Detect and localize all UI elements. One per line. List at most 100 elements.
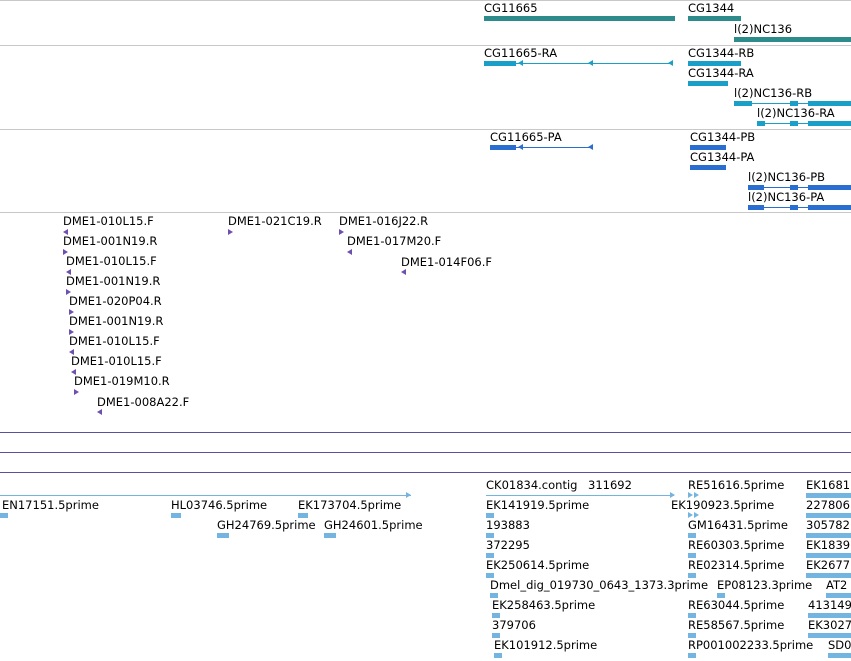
est-feature[interactable] [806,553,851,558]
clone-end-marker[interactable] [401,269,406,275]
est-label[interactable]: Dmel_dig_019730_0643_1373.3prime [490,578,709,592]
clone-label[interactable]: DME1-014F06.F [401,255,492,269]
est-feature[interactable] [688,492,693,498]
cds[interactable] [808,185,851,190]
est-feature[interactable] [828,653,851,658]
est-label[interactable]: EK141919.5prime [486,498,590,512]
est-label[interactable]: GH24601.5prime [324,518,423,532]
clone-label[interactable]: DME1-010L15.F [66,254,157,268]
exon[interactable] [808,101,851,106]
transcript-label[interactable]: l(2)NC136-RA [757,106,835,120]
protein-label[interactable]: CG1344-PA [690,150,755,164]
est-feature[interactable] [490,593,498,598]
est-feature[interactable] [486,533,494,538]
clone-end-marker[interactable] [63,229,68,235]
est-label[interactable]: CK01834.contig [486,478,578,492]
est-label[interactable]: EK3027 [808,618,851,632]
est-feature[interactable] [688,633,696,638]
est-feature[interactable] [171,513,181,518]
est-label[interactable]: RE58567.5prime [688,618,785,632]
clone-end-marker[interactable] [66,289,71,295]
exon[interactable] [688,61,741,66]
clone-label[interactable]: DME1-001N19.R [66,274,161,288]
clone-end-marker[interactable] [69,349,74,355]
est-feature[interactable] [808,613,851,618]
est-feature[interactable] [486,513,494,518]
clone-label[interactable]: DME1-010L15.F [71,354,162,368]
est-label[interactable]: 193883 [486,518,530,532]
est-feature[interactable] [826,593,851,598]
est-label[interactable]: 311692 [588,478,632,492]
est-label[interactable]: EK2677 [806,558,851,572]
est-label[interactable]: EK101912.5prime [494,638,598,652]
est-label[interactable]: EK258463.5prime [492,598,596,612]
clone-label[interactable]: DME1-010L15.F [69,334,160,348]
cds[interactable] [690,145,726,150]
protein-label[interactable]: l(2)NC136-PB [748,170,826,184]
est-label[interactable]: EK250614.5prime [486,558,590,572]
est-label[interactable]: GH24769.5prime [217,518,316,532]
gene-bar[interactable] [688,16,741,21]
transcript-label[interactable]: CG11665-RA [484,46,558,60]
est-feature[interactable] [688,533,696,538]
est-feature[interactable] [806,573,851,578]
est-label[interactable]: HL03746.5prime [171,498,268,512]
est-feature[interactable] [492,613,500,618]
est-feature[interactable] [694,492,699,498]
est-feature[interactable] [688,653,696,658]
gene-label[interactable]: CG11665 [484,1,538,15]
est-label[interactable]: 379706 [492,618,536,632]
clone-label[interactable]: DME1-019M10.R [74,374,170,388]
transcript-label[interactable]: l(2)NC136-RB [734,86,813,100]
est-label[interactable]: 413149 [808,598,851,612]
cds[interactable] [748,185,764,190]
est-label[interactable]: EK1839 [806,538,851,552]
clone-end-marker[interactable] [74,389,79,395]
gene-bar[interactable] [734,37,851,42]
exon[interactable] [790,121,798,126]
clone-end-marker[interactable] [69,329,74,335]
est-feature[interactable] [717,593,725,598]
est-feature[interactable] [688,512,693,518]
est-feature[interactable] [0,513,8,518]
est-feature[interactable] [486,573,494,578]
exon[interactable] [790,101,798,106]
clone-end-marker[interactable] [66,269,71,275]
clone-label[interactable]: DME1-010L15.F [63,214,154,228]
cds[interactable] [690,165,726,170]
gene-label[interactable]: l(2)NC136 [734,22,793,36]
est-feature[interactable] [494,653,502,658]
est-label[interactable]: GM16431.5prime [688,518,788,532]
est-label[interactable]: EN17151.5prime [2,498,99,512]
exon[interactable] [734,101,752,106]
clone-end-marker[interactable] [97,409,102,415]
clone-end-marker[interactable] [63,249,68,255]
est-feature[interactable] [688,573,696,578]
clone-label[interactable]: DME1-017M20.F [347,234,442,248]
est-feature[interactable] [694,512,699,518]
cds[interactable] [748,205,764,210]
protein-label[interactable]: CG11665-PA [490,130,562,144]
est-label[interactable]: RP001002233.5prime [688,638,814,652]
est-feature[interactable] [298,513,308,518]
clone-label[interactable]: DME1-021C19.R [228,214,322,228]
est-label[interactable]: SD0 [828,638,851,652]
est-label[interactable]: RE63044.5prime [688,598,785,612]
est-feature[interactable] [324,533,336,538]
gene-bar[interactable] [484,16,675,21]
exon[interactable] [757,121,765,126]
clone-end-marker[interactable] [69,309,74,315]
clone-end-marker[interactable] [228,229,233,235]
est-feature[interactable] [806,533,851,538]
est-label[interactable]: EK190923.5prime [671,498,775,512]
cds[interactable] [808,205,851,210]
clone-label[interactable]: DME1-016J22.R [339,214,429,228]
est-label[interactable]: EK1681 [806,478,851,492]
est-label[interactable]: RE60303.5prime [688,538,785,552]
clone-end-marker[interactable] [71,369,76,375]
est-feature[interactable] [486,553,494,558]
transcript-label[interactable]: CG1344-RB [688,46,755,60]
clone-label[interactable]: DME1-001N19.R [63,234,158,248]
est-feature[interactable] [806,513,851,518]
exon[interactable] [484,61,516,66]
